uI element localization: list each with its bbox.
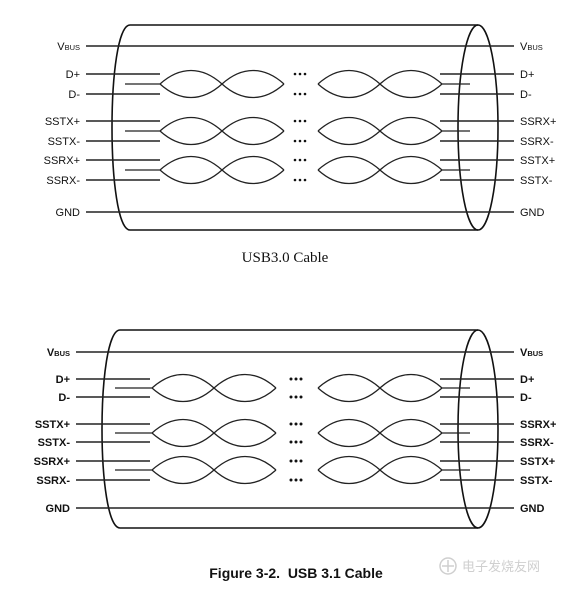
usb31-left-pin-label: SSRX+ bbox=[34, 456, 70, 468]
usb30-ellipsis-dots bbox=[293, 72, 307, 182]
usb31-jacket-right-end bbox=[457, 329, 499, 529]
usb31-jacket-left-end bbox=[101, 329, 121, 529]
watermark-logo-icon bbox=[439, 557, 457, 575]
usb31-twisted-pair-ssrx bbox=[115, 456, 470, 484]
usb31-left-pin-label: D+ bbox=[56, 374, 70, 386]
usb30-caption: USB3.0 Cable bbox=[242, 250, 329, 266]
usb31-left-vbus-label: VBUS bbox=[47, 347, 70, 359]
usb31-left-pin-label: D- bbox=[58, 392, 70, 404]
usb30-cable-jacket bbox=[111, 24, 499, 231]
usb31-ellipsis-dots bbox=[289, 377, 303, 482]
usb30-jacket-right-end bbox=[457, 24, 499, 231]
usb31-right-pin-label: SSTX+ bbox=[520, 456, 555, 468]
watermark-text: 电子发烧友网 bbox=[462, 559, 540, 575]
watermark: 电子发烧友网 bbox=[439, 557, 540, 575]
usb30-cable-diagram: VBUS D+ D- SSTX+ SSTX- SSRX+ SSRX- GND V… bbox=[44, 24, 556, 266]
usb30-right-pin-label: SSRX+ bbox=[520, 116, 556, 128]
usb31-right-pin-label: SSTX- bbox=[520, 475, 553, 487]
usb31-left-pin-label: SSTX+ bbox=[35, 419, 70, 431]
usb30-right-pin-label: SSTX- bbox=[520, 175, 553, 187]
usb30-right-pin-label: SSRX- bbox=[520, 136, 554, 148]
usb31-caption: Figure 3-2. USB 3.1 Cable bbox=[209, 565, 383, 581]
usb31-left-pin-label: SSTX- bbox=[38, 437, 71, 449]
usb30-left-labels: VBUS D+ D- SSTX+ SSTX- SSRX+ SSRX- GND bbox=[44, 41, 81, 219]
usb31-twisted-pair-sstx bbox=[115, 419, 470, 447]
usb30-twisted-pair-d bbox=[125, 70, 470, 98]
usb30-left-gnd-label: GND bbox=[56, 207, 81, 219]
usb30-left-pin-label: SSTX+ bbox=[45, 116, 80, 128]
usb31-left-gnd-label: GND bbox=[46, 503, 71, 515]
usb30-right-pin-label: D- bbox=[520, 89, 532, 101]
usb30-signal-wires bbox=[86, 73, 514, 181]
usb31-right-pin-label: SSRX- bbox=[520, 437, 554, 449]
usb30-right-gnd-label: GND bbox=[520, 207, 545, 219]
usb30-left-pin-label: SSRX- bbox=[46, 175, 80, 187]
usb30-left-pin-label: SSTX- bbox=[48, 136, 81, 148]
usb30-left-pin-label: D+ bbox=[66, 69, 80, 81]
usb31-right-labels: VBUS D+ D- SSRX+ SSRX- SSTX+ SSTX- GND bbox=[520, 347, 556, 515]
usb31-cable-jacket bbox=[101, 329, 499, 529]
usb30-left-vbus-label: VBUS bbox=[57, 41, 80, 53]
usb31-right-pin-label: D+ bbox=[520, 374, 534, 386]
usb30-left-pin-label: SSRX+ bbox=[44, 155, 80, 167]
usb31-right-pin-label: SSRX+ bbox=[520, 419, 556, 431]
usb31-right-vbus-label: VBUS bbox=[520, 347, 543, 359]
usb30-right-labels: VBUS D+ D- SSRX+ SSRX- SSTX+ SSTX- GND bbox=[520, 41, 556, 219]
usb30-jacket-left-end bbox=[111, 24, 131, 231]
usb31-cable-diagram: VBUS D+ D- SSTX+ SSTX- SSRX+ SSRX- GND V… bbox=[34, 329, 556, 581]
usb30-twisted-pair-sstx bbox=[125, 117, 470, 145]
usb30-right-pin-label: D+ bbox=[520, 69, 534, 81]
usb31-left-pin-label: SSRX- bbox=[36, 475, 70, 487]
usb30-right-pin-label: SSTX+ bbox=[520, 155, 555, 167]
usb30-twisted-pair-ssrx bbox=[125, 156, 470, 184]
usb30-left-pin-label: D- bbox=[68, 89, 80, 101]
usb31-right-gnd-label: GND bbox=[520, 503, 545, 515]
usb31-signal-wires bbox=[76, 378, 514, 481]
usb31-twisted-pair-d bbox=[115, 374, 470, 402]
usb31-left-labels: VBUS D+ D- SSTX+ SSTX- SSRX+ SSRX- GND bbox=[34, 347, 71, 515]
usb30-right-vbus-label: VBUS bbox=[520, 41, 543, 53]
usb31-right-pin-label: D- bbox=[520, 392, 532, 404]
